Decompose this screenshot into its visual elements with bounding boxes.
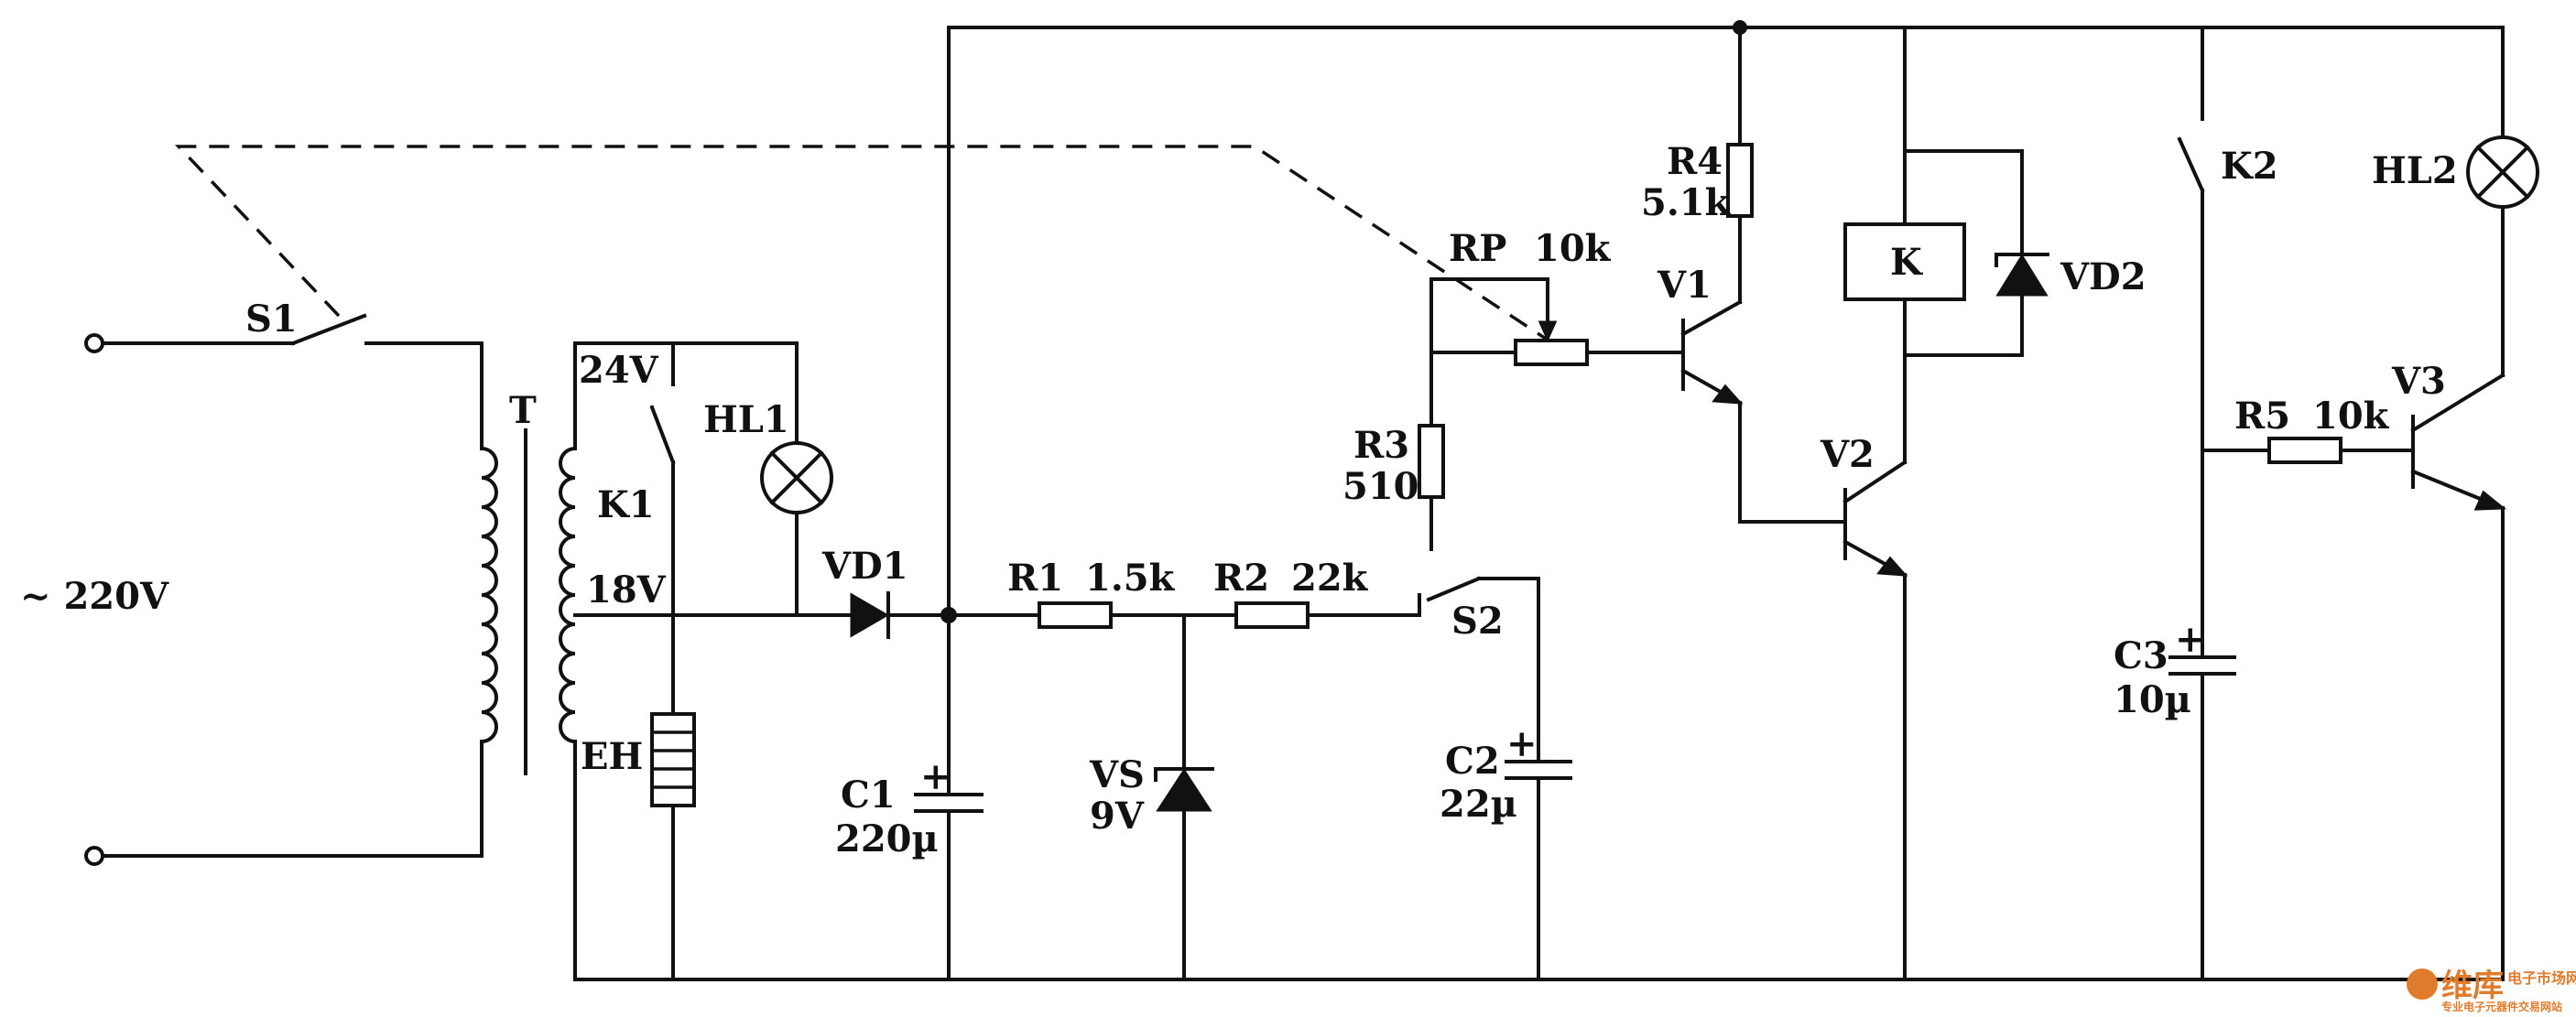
label-hl2: HL2 (2372, 149, 2458, 192)
capacitor-c2 (1505, 760, 1572, 981)
label-r4-value: 5.1k (1641, 181, 1732, 224)
label-k: K (1890, 241, 1923, 284)
resistor-r1 (947, 601, 1238, 629)
label-c2-plus: + (1506, 722, 1538, 765)
label-c1: C1 (841, 774, 896, 817)
capacitor-c1 (914, 613, 984, 981)
resistor-r2 (1234, 601, 1421, 629)
lamp-hl1 (760, 441, 833, 514)
label-c2: C2 (1445, 740, 1500, 783)
label-vs-value: 9V (1090, 795, 1145, 838)
label-r1: R1 (1007, 557, 1063, 600)
watermark-logo-icon (2407, 968, 2438, 1000)
label-r5: R5 (2234, 395, 2290, 438)
lamp-hl2 (2466, 26, 2539, 377)
secondary-24v-branch (573, 341, 799, 617)
mechanical-linkage (174, 145, 1547, 341)
watermark-brand: 维库 (2441, 968, 2504, 1004)
relay-contact-k2[interactable] (2177, 26, 2205, 659)
label-eh: EH (581, 735, 643, 778)
capacitor-c3 (2168, 655, 2236, 981)
label-k2: K2 (2221, 145, 2278, 188)
label-r3-value: 510 (1342, 465, 1419, 508)
transistor-v2 (1738, 353, 1908, 981)
heater-eh (650, 712, 696, 981)
label-r2: R2 (1213, 557, 1269, 600)
label-vs: VS (1089, 753, 1145, 796)
label-r1-value: 1.5k (1085, 557, 1176, 600)
watermark-line2: 专业电子元器件交易网站 (2441, 1000, 2562, 1013)
label-c1-plus: + (920, 755, 951, 798)
switch-s1[interactable] (290, 313, 484, 346)
label-18v: 18V (586, 568, 667, 611)
relay-coil-k (1843, 26, 2024, 357)
label-c3: C3 (2114, 634, 2168, 677)
label-r2-value: 22k (1291, 557, 1369, 600)
label-r5-value: 10k (2312, 395, 2390, 438)
label-r3: R3 (1353, 424, 1409, 467)
label-ac: ~ 220V (20, 575, 169, 618)
label-hl1: HL1 (703, 398, 789, 441)
watermark-line1: 电子市场网 (2507, 969, 2576, 987)
label-v3: V3 (2391, 360, 2446, 403)
diode-vd1 (850, 591, 951, 639)
label-c2-value: 22µ (1440, 783, 1517, 826)
resistor-r5 (2201, 437, 2415, 464)
watermark: 维库 电子市场网 专业电子元器件交易网站 (2407, 968, 2576, 1013)
label-s2: S2 (1451, 600, 1504, 643)
mains-terminal-bottom[interactable] (84, 846, 104, 866)
transistor-v3 (2410, 373, 2507, 981)
label-v1: V1 (1657, 264, 1712, 307)
label-c3-value: 10µ (2114, 678, 2191, 721)
label-rp-value: 10k (1534, 227, 1612, 270)
resistor-r4 (1726, 143, 1754, 218)
diode-vd2 (1994, 149, 2049, 357)
switch-s2[interactable] (1418, 576, 1540, 763)
resistor-r3 (1418, 277, 1549, 551)
mains-terminal-top[interactable] (84, 333, 104, 353)
label-vd2: VD2 (2060, 255, 2147, 298)
label-t: T (509, 389, 537, 432)
label-c3-plus: + (2175, 618, 2206, 661)
label-vd1: VD1 (821, 545, 908, 588)
label-v2: V2 (1820, 433, 1875, 476)
mains-input (84, 333, 484, 866)
label-rp: RP (1449, 227, 1506, 270)
label-s1: S1 (245, 298, 298, 341)
zener-vs (1154, 613, 1214, 981)
potentiometer-rp[interactable] (1514, 277, 1685, 366)
label-r4: R4 (1667, 140, 1723, 183)
transformer-t (479, 341, 578, 981)
label-k1: K1 (597, 483, 655, 526)
relay-contact-k1[interactable] (649, 405, 676, 716)
label-24v: 24V (579, 349, 659, 392)
label-c1-value: 220µ (835, 817, 939, 860)
